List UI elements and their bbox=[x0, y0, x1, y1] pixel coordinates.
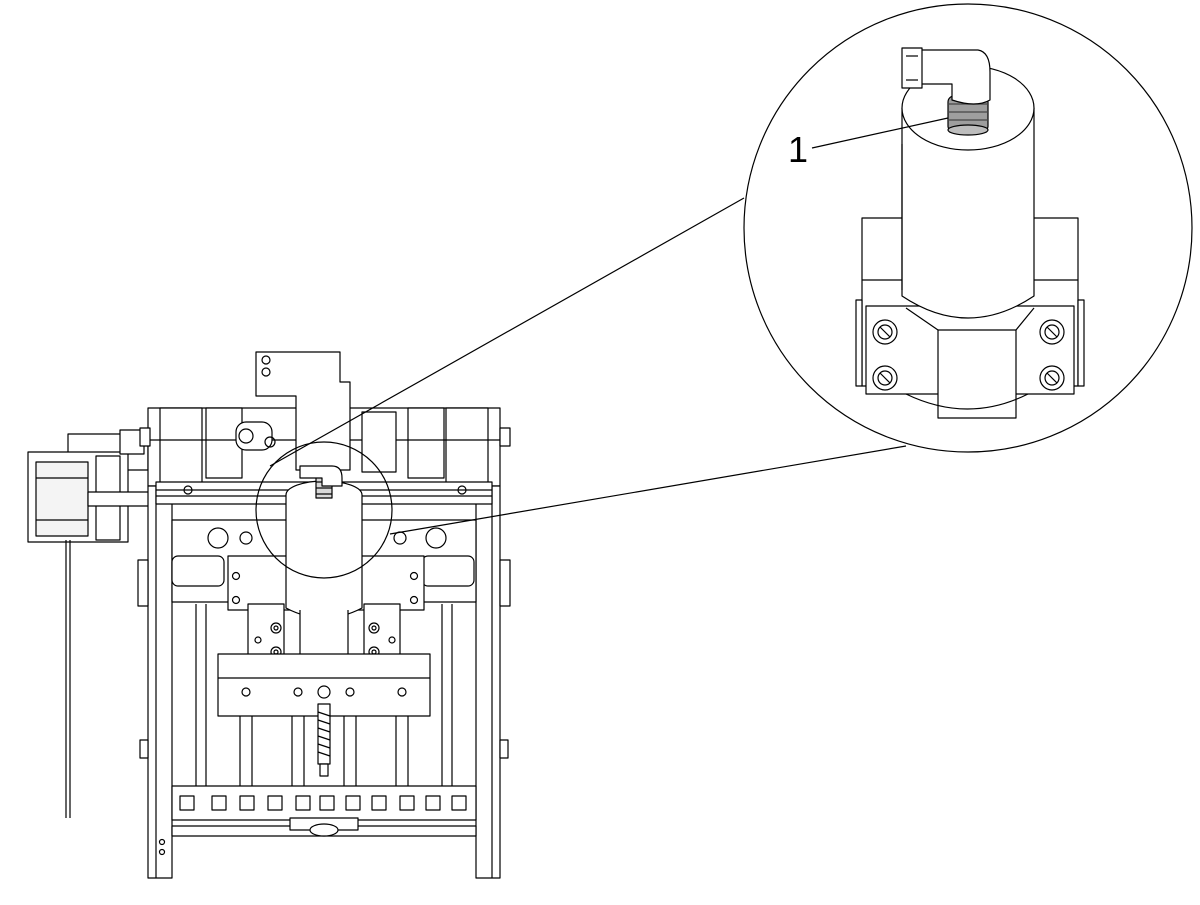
guide-rods bbox=[195, 604, 453, 796]
vertical-posts bbox=[137, 485, 511, 879]
detail-leader-lines bbox=[269, 197, 907, 535]
detail-view bbox=[743, 3, 1193, 453]
side-motor-unit bbox=[27, 429, 159, 818]
lead-screw bbox=[317, 703, 331, 777]
z-bracket bbox=[235, 351, 397, 473]
clamp-screws bbox=[872, 319, 1065, 391]
callout-1-leader bbox=[811, 117, 949, 149]
machine-assembly bbox=[27, 351, 511, 879]
elbow-fitting bbox=[901, 47, 991, 105]
spindle-main bbox=[285, 465, 363, 694]
bottom-profile bbox=[171, 785, 477, 837]
detail-source-circle bbox=[255, 441, 393, 579]
collet-nut bbox=[947, 95, 989, 136]
callout-1-label: 1 bbox=[788, 129, 808, 170]
